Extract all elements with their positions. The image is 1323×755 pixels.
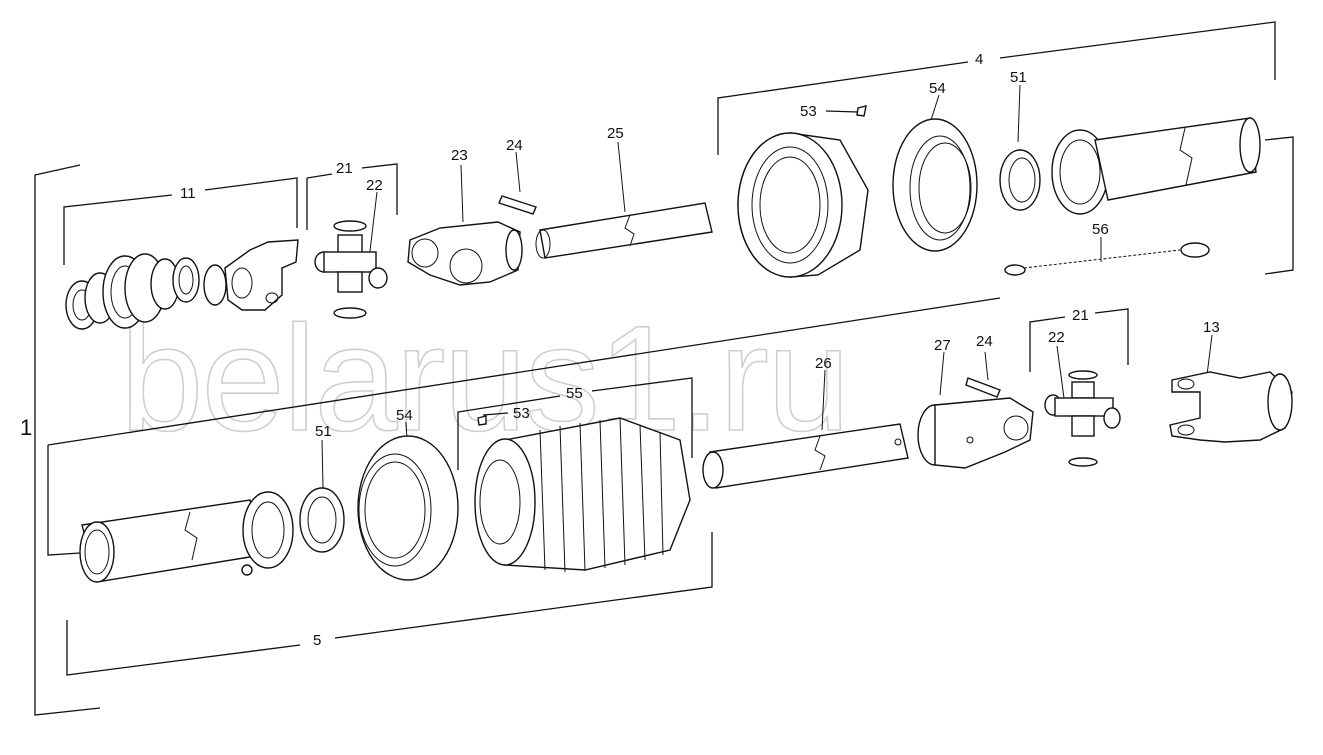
callout-54-bottom: 54 — [396, 407, 413, 424]
part-54-ring-bottom — [357, 435, 459, 581]
callout-54-top: 54 — [929, 80, 946, 97]
callout-51-bottom: 51 — [315, 423, 332, 440]
part-24-pin-top — [498, 195, 537, 215]
callout-24-top: 24 — [506, 137, 523, 154]
callout-22-bottom: 22 — [1048, 329, 1065, 346]
callout-5: 5 — [313, 632, 321, 649]
callout-51-top: 51 — [1010, 69, 1027, 86]
part-53-screw-top — [856, 105, 867, 117]
callout-26: 26 — [815, 355, 832, 372]
bracket-lines — [34, 21, 1294, 716]
callout-23: 23 — [451, 147, 468, 164]
callout-56: 56 — [1092, 221, 1109, 238]
part-23-yoke — [407, 221, 523, 286]
callout-24-bottom: 24 — [976, 333, 993, 350]
part-55-bellows — [474, 415, 691, 573]
part-22-cross-bottom — [1044, 370, 1121, 467]
part-26-profile-tube — [702, 423, 909, 489]
part-11-ring-stack — [65, 253, 227, 330]
callout-25: 25 — [607, 125, 624, 142]
part-25-profile-tube — [535, 202, 713, 259]
part-13-yoke — [1169, 371, 1293, 443]
callout-21-bottom: 21 — [1072, 307, 1089, 324]
part-4-tube-top — [1051, 117, 1261, 215]
part-54-boot-top — [737, 132, 869, 278]
part-51-clamp-top — [999, 149, 1041, 211]
callout-1: 1 — [20, 415, 32, 440]
callout-11: 11 — [180, 185, 196, 202]
callout-13: 13 — [1203, 319, 1220, 336]
part-27-yoke — [917, 397, 1034, 469]
callout-22-top: 22 — [366, 177, 383, 194]
part-11-yoke — [224, 239, 299, 311]
callout-4: 4 — [975, 51, 983, 68]
callout-53-top: 53 — [800, 103, 817, 120]
part-24-pin-bottom — [965, 377, 1001, 398]
part-22-cross-top — [314, 220, 388, 319]
part-51-clamp-bottom — [299, 487, 345, 553]
callout-labels: 1 4 5 11 13 21 21 22 22 23 24 24 25 26 2… — [20, 51, 1220, 649]
part-5-tube-bottom — [79, 491, 294, 583]
callout-27: 27 — [934, 337, 951, 354]
callout-55: 55 — [566, 385, 583, 402]
callout-53-bottom: 53 — [513, 405, 530, 422]
callout-21-top: 21 — [336, 160, 353, 177]
part-56-chain — [1004, 242, 1210, 276]
part-54-ring-top — [892, 118, 978, 252]
